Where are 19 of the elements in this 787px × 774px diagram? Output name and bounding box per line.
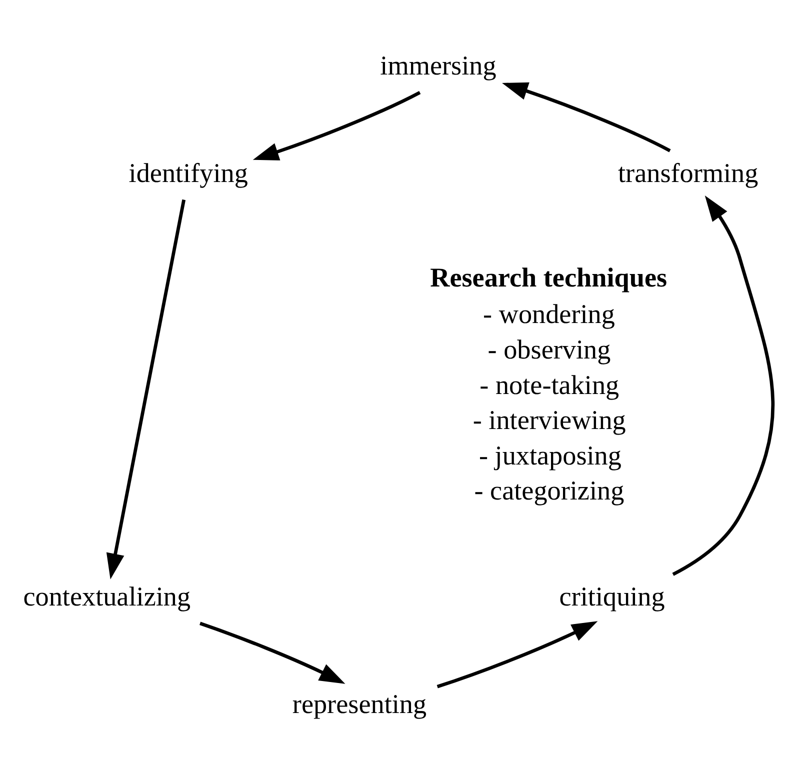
node-text: representing <box>292 688 427 719</box>
label: - categorizing <box>474 476 624 506</box>
label: - juxtaposing <box>478 440 622 470</box>
node-text: critiquing <box>559 582 665 612</box>
label: - wondering <box>483 299 615 330</box>
label: Research techniques <box>430 262 668 293</box>
node-text: contextualizing <box>23 582 191 612</box>
arrow <box>502 82 671 152</box>
node-text: transforming <box>618 158 758 188</box>
arrow <box>106 199 186 580</box>
node-text: immersing <box>380 50 496 81</box>
label: - note-taking <box>480 370 620 400</box>
arrow <box>200 622 346 684</box>
label: - interviewing <box>472 405 626 436</box>
label: - observing <box>488 334 611 364</box>
arrow <box>252 90 421 160</box>
arrow <box>436 621 598 688</box>
arrow <box>672 196 774 576</box>
node-text: identifying <box>128 158 248 188</box>
